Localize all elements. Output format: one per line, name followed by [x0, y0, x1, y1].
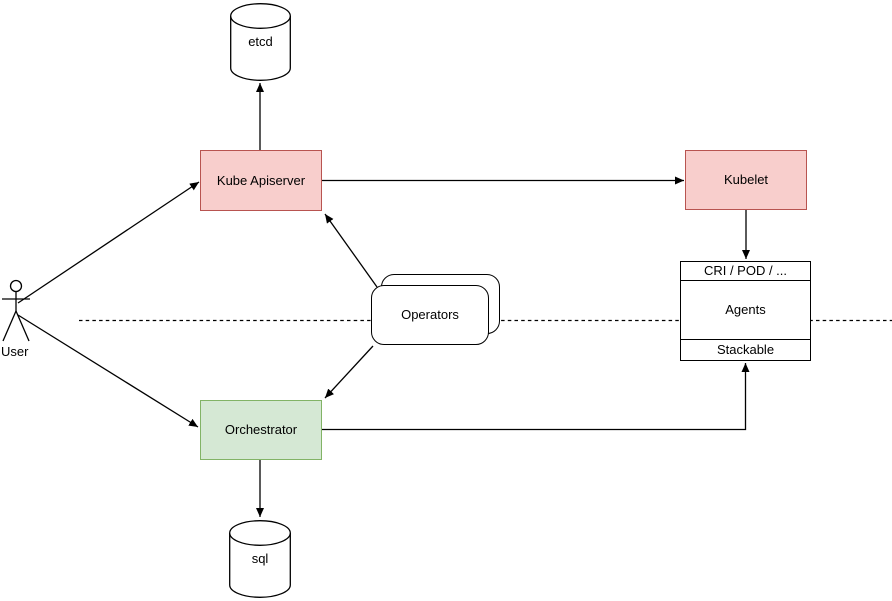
node-operators[interactable]: Operators: [371, 285, 489, 345]
node-kube-apiserver[interactable]: Kube Apiserver: [200, 150, 322, 211]
node-agents-label: Agents: [725, 302, 766, 318]
node-agents-footer: Stackable: [681, 339, 810, 360]
node-orchestrator[interactable]: Orchestrator: [200, 400, 322, 460]
node-user[interactable]: User: [0, 276, 42, 366]
node-kubelet[interactable]: Kubelet: [685, 150, 807, 210]
node-orchestrator-label: Orchestrator: [224, 422, 298, 438]
edge-user-to-kube-apiserver[interactable]: [17, 181, 200, 304]
node-user-label: User: [1, 344, 29, 359]
cylinder-icon: [230, 3, 291, 81]
node-kube-apiserver-label: Kube Apiserver: [216, 172, 306, 188]
edge-operators-to-orchestrator[interactable]: [324, 345, 374, 399]
node-etcd[interactable]: etcd: [230, 3, 291, 81]
actor-icon: [2, 279, 30, 342]
edge-user-to-orchestrator[interactable]: [17, 314, 199, 428]
cylinder-icon: [229, 520, 291, 598]
node-operators-label: Operators: [401, 307, 459, 323]
node-sql[interactable]: sql: [229, 520, 291, 598]
node-kubelet-label: Kubelet: [723, 172, 769, 188]
node-agents-stack[interactable]: CRI / POD / ... Agents Stackable: [680, 261, 811, 361]
node-sql-label: sql: [251, 551, 269, 566]
edge-operators-to-kube-apiserver[interactable]: [324, 213, 378, 288]
node-etcd-label: etcd: [248, 34, 273, 49]
edge-orchestrator-to-agents[interactable]: [322, 363, 750, 431]
node-agents-header: CRI / POD / ...: [681, 262, 810, 281]
